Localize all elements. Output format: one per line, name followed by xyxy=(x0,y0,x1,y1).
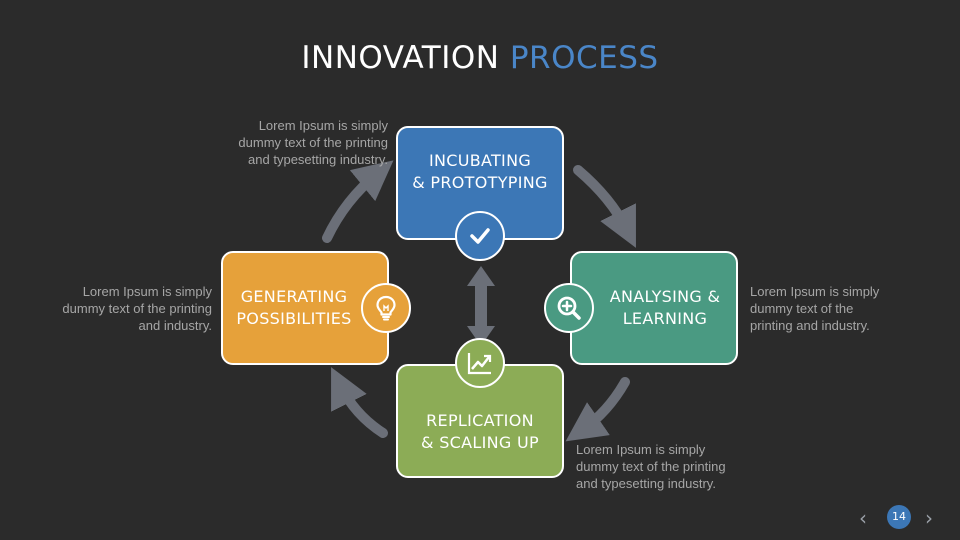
description-line: Lorem Ipsum is simply xyxy=(82,284,212,299)
arrow-right-to-bottom xyxy=(565,377,630,442)
description-line: dummy text of the printing xyxy=(62,301,212,316)
description-bottom-right: Lorem Ipsum is simply dummy text of the … xyxy=(576,441,776,492)
title-accent: PROCESS xyxy=(509,40,659,76)
magnifier-plus-icon xyxy=(544,283,594,333)
arrow-bottom-to-left xyxy=(331,367,388,438)
chevron-left-icon[interactable]: ‹ xyxy=(859,506,867,530)
step-replication-line2: & SCALING UP xyxy=(421,433,539,452)
description-line: Lorem Ipsum is simply xyxy=(576,442,706,457)
description-right: Lorem Ipsum is simply dummy text of the … xyxy=(750,283,940,334)
description-line: and typesetting industry. xyxy=(576,476,716,491)
description-line: Lorem Ipsum is simply xyxy=(750,284,880,299)
description-line: dummy text of the printing xyxy=(576,459,726,474)
description-line: Lorem Ipsum is simply xyxy=(258,118,388,133)
arrow-top-to-right xyxy=(573,165,636,248)
double-arrow-vertical xyxy=(467,266,495,346)
chart-trend-icon xyxy=(455,338,505,388)
description-line: dummy text of the xyxy=(750,301,854,316)
description-line: dummy text of the printing xyxy=(238,135,388,150)
step-generating-line1: GENERATING xyxy=(240,287,348,306)
description-line: printing and industry. xyxy=(750,318,870,333)
page-number: 14 xyxy=(887,505,911,529)
description-left: Lorem Ipsum is simply dummy text of the … xyxy=(20,283,212,334)
step-analysing: ANALYSING & LEARNING xyxy=(570,251,738,365)
step-generating-line2: POSSIBILITIES xyxy=(236,309,352,328)
slide-title: INNOVATION PROCESS xyxy=(0,40,960,76)
step-replication-line1: REPLICATION xyxy=(426,411,534,430)
arrow-left-to-top xyxy=(322,160,394,243)
description-line: and industry. xyxy=(138,318,212,333)
chevron-right-icon[interactable]: › xyxy=(925,506,933,530)
step-incubating-line2: & PROTOTYPING xyxy=(412,173,548,192)
check-icon xyxy=(455,211,505,261)
step-generating: GENERATING POSSIBILITIES xyxy=(221,251,389,365)
step-analysing-line2: LEARNING xyxy=(622,309,708,328)
title-main: INNOVATION xyxy=(301,40,500,76)
description-line: and typesetting industry. xyxy=(248,152,388,167)
lightbulb-icon xyxy=(361,283,411,333)
description-top-left: Lorem Ipsum is simply dummy text of the … xyxy=(188,117,388,168)
step-analysing-line1: ANALYSING & xyxy=(609,287,721,306)
step-incubating-line1: INCUBATING xyxy=(428,151,532,170)
